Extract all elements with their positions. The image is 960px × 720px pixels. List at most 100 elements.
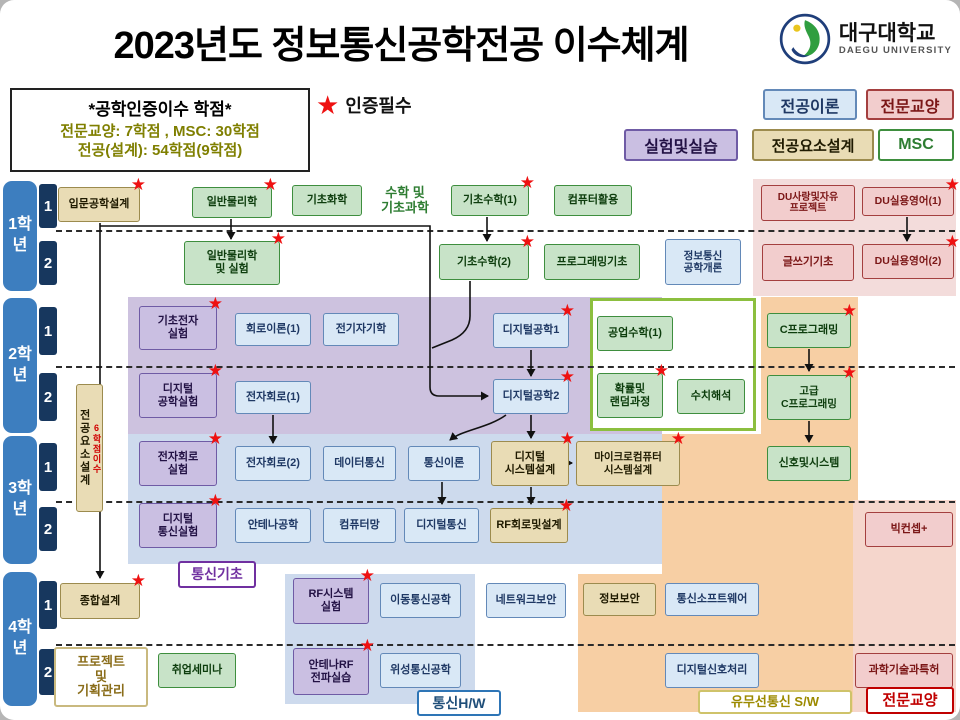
course-label: 이동통신공학 (390, 594, 451, 607)
course-label: 마이크로컴퓨터 시스템설계 (594, 451, 662, 476)
course-label: 안테나공학 (247, 519, 299, 532)
course-circuit-theory1: 회로이론(1) (235, 313, 311, 346)
course-digital-eng1: 디지털공학1★ (493, 302, 575, 348)
course-label: 디지털 공학실험 (157, 382, 199, 408)
course-label: RF회로및설계 (496, 519, 562, 532)
course-rf-circuit-design: RF회로및설계★ (490, 497, 574, 543)
course-du-english2: DU실용영어(2)★ (862, 233, 960, 279)
course-label: 통신소프트웨어 (676, 593, 748, 606)
course-label: 디지털 통신실험 (157, 512, 199, 538)
course-satellite-comm: 위성통신공학 (380, 653, 461, 688)
course-label: 정보통신 공학개론 (683, 249, 723, 274)
course-mobile-comm: 이동통신공학 (380, 583, 461, 618)
course-label: 디지털신호처리 (676, 664, 748, 677)
course-label: 회로이론(1) (246, 323, 300, 336)
course-label: 위성통신공학 (390, 664, 451, 677)
course-label: 기초수학(2) (457, 255, 511, 268)
year-3-sem-2: 2 (39, 507, 57, 551)
course-label: RF시스템 실험 (308, 588, 354, 613)
label-math-basic-science: 수학 및 기초과학 (381, 185, 429, 215)
logo-name-ko: 대구대학교 (838, 21, 936, 45)
year-1-label: 1학 년 (3, 181, 37, 291)
course-elec-circuit-lab: 전자회로 실험★ (139, 430, 223, 486)
credit-info-box: *공학인증이수 학점* 전문교양: 7학점 , MSC: 30학점 전공(설계)… (10, 88, 310, 172)
course-label: 프로그래밍기초 (556, 255, 628, 268)
course-basic-math1: 기초수학(1)★ (451, 174, 535, 216)
course-numerical-analysis: 수치해석 (677, 379, 745, 414)
course-digital-sys-design: 디지털 시스템설계★ (491, 430, 575, 486)
course-writing-basics: 글쓰기기초 (762, 244, 854, 281)
course-prog-basics: 프로그래밍기초 (544, 244, 640, 280)
year-2-sem-2: 2 (39, 373, 57, 421)
course-computer-use: 컴퓨터활용 (554, 185, 632, 216)
course-capstone-design: 종합설계★ (60, 572, 146, 619)
course-label: 전공요소설계 (78, 409, 91, 487)
course-elec-circuit1: 전자회로(1) (235, 381, 311, 414)
course-label: 글쓰기기초 (782, 256, 834, 269)
legend-liberal-arts: 전문교양 (866, 89, 954, 120)
divider-year4 (56, 644, 955, 646)
course-adv-c-programming: 고급 C프로그래밍★ (767, 364, 857, 420)
course-antenna-eng: 안테나공학 (235, 508, 311, 543)
course-label: 기초화학 (306, 194, 348, 207)
course-digital-comm-lab: 디지털 통신실험★ (139, 492, 223, 548)
course-comm-software: 통신소프트웨어 (665, 583, 759, 616)
course-digital-signal-proc: 디지털신호처리 (665, 653, 759, 688)
course-label: 네트워크보안 (495, 594, 557, 607)
course-digital-eng-lab: 디지털 공학실험★ (139, 362, 223, 418)
course-basic-math2: 기초수학(2) ★ (439, 233, 535, 280)
daegu-university-logo: 대구대학교 DAEGU UNIVERSITY (778, 12, 952, 66)
course-label: C프로그래밍 (779, 324, 839, 337)
page-title: 2023년도 정보통신공학전공 이수체계 (113, 25, 689, 67)
label-liberal-bottom: 전문교양 (866, 687, 954, 714)
course-c-programming: C프로그래밍★ (767, 302, 857, 348)
credit-info-title: *공학인증이수 학점* (88, 100, 232, 120)
course-label: 일반물리학 및 실험 (206, 250, 258, 275)
year-4-label: 4학 년 (3, 572, 37, 706)
course-rf-system-lab: RF시스템 실험★ (293, 567, 375, 624)
label-project-planning: 프로젝트 및 기획관리 (54, 647, 148, 707)
course-micro-sys-design: 마이크로컴퓨터 시스템설계★ (576, 430, 686, 486)
course-du-love-project: DU사랑및자유 프로젝트 (761, 185, 855, 221)
course-label: 과학기술과특허 (868, 664, 940, 677)
course-intro-eng-design: 입문공학설계★ (58, 176, 146, 222)
course-label: 일반물리학 (206, 196, 258, 209)
certification-star-icon: ★ (519, 232, 535, 251)
course-sci-tech-patent: 과학기술과특허 (855, 653, 953, 688)
course-prob-random: 확률및 랜덤과정★ (597, 362, 669, 418)
course-digital-eng2: 디지털공학2★ (493, 368, 575, 414)
course-label: 신호및시스템 (778, 457, 840, 470)
course-comm-theory: 통신이론 (408, 446, 480, 481)
course-elec-circuit2: 전자회로(2) (235, 446, 311, 481)
course-note: 6학점이수 (91, 422, 102, 474)
course-eng-math1: 공업수학(1) (597, 316, 673, 351)
course-label: DU사랑및자유 프로젝트 (777, 191, 839, 215)
legend-msc: MSC (878, 129, 954, 161)
divider-year3 (56, 501, 955, 503)
course-basic-chem: 기초화학 (292, 185, 362, 216)
course-label: 전자회로(1) (246, 391, 300, 404)
course-label: 전기자기학 (335, 323, 387, 336)
divider-year2 (56, 366, 955, 368)
course-label: DU실용영어(1) (874, 195, 942, 208)
university-emblem-icon (779, 13, 831, 65)
course-label: 고급 C프로그래밍 (781, 385, 837, 410)
certification-star-icon: ★ (519, 173, 535, 192)
label-comm-hw: 통신H/W (417, 690, 501, 716)
divider-year1 (56, 230, 955, 232)
label-wireless-sw: 유무선통신 S/W (698, 690, 852, 714)
course-label: 정보보안 (599, 593, 640, 606)
course-label: 공업수학(1) (608, 327, 662, 340)
year-1-sem-1: 1 (39, 184, 57, 228)
course-digital-comm: 디지털통신 (404, 508, 479, 543)
course-label: 디지털공학1 (502, 324, 560, 337)
course-label: 디지털공학2 (502, 390, 560, 403)
course-info-security: 정보보안 (583, 583, 656, 616)
year-3-sem-1: 1 (39, 443, 57, 491)
course-label: 전자회로(2) (246, 457, 300, 470)
course-label: 데이터통신 (334, 457, 385, 470)
legend-major-theory: 전공이론 (763, 89, 857, 120)
course-electromagnetics: 전기자기학 (323, 313, 399, 346)
course-data-comm: 데이터통신 (323, 446, 396, 481)
